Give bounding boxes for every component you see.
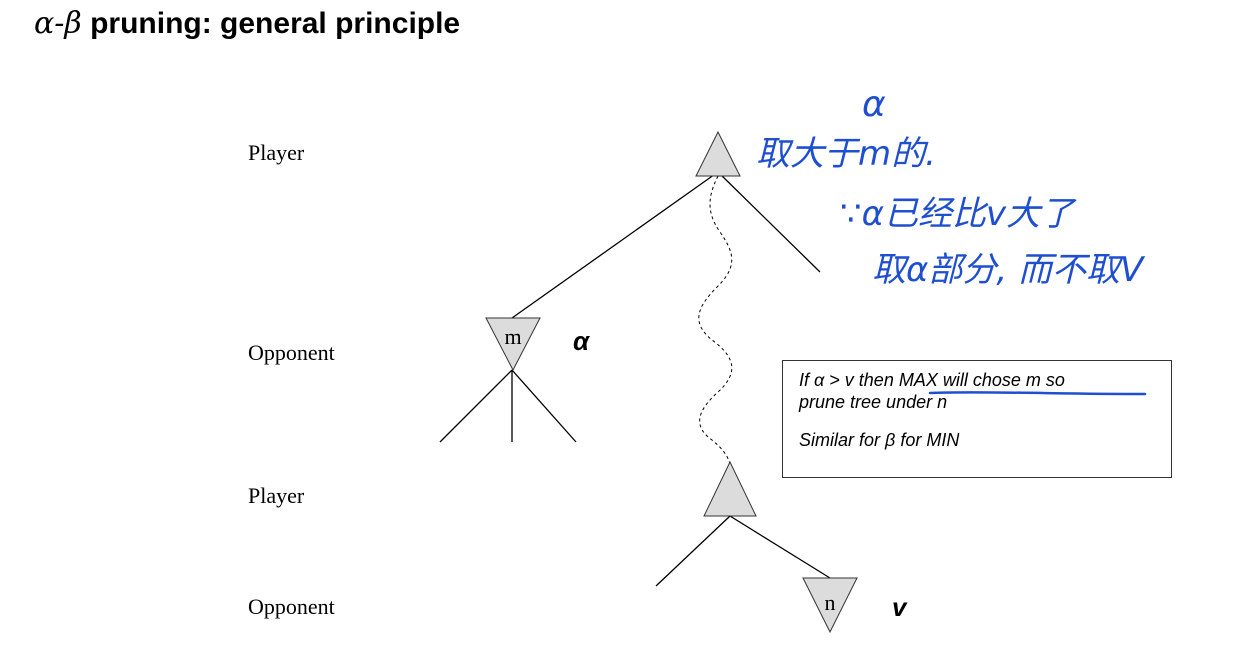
level-label-opponent-1: Opponent xyxy=(248,340,335,365)
edge-m-child-left xyxy=(439,369,513,443)
lower-max-node xyxy=(703,460,757,517)
v-label: v xyxy=(892,592,907,622)
edge-root-m xyxy=(511,171,719,319)
explanation-box: If α > v then MAX will chose m so prune … xyxy=(782,360,1172,478)
m-min-node xyxy=(485,317,541,372)
title-text: pruning: general principle xyxy=(81,7,461,40)
edge-m-child-right xyxy=(511,369,577,443)
handwritten-line-1: 取大于m的. xyxy=(756,134,936,174)
note-alpha: α xyxy=(814,370,825,390)
n-node-label: n xyxy=(825,590,836,615)
note-beta: β xyxy=(885,430,896,450)
handwritten-alpha: α xyxy=(862,84,886,125)
level-label-opponent-2: Opponent xyxy=(248,594,335,619)
handwritten-underline xyxy=(928,391,1147,396)
note-line-1: If α > v then MAX will chose m so xyxy=(799,370,1065,390)
note-line-3: Similar for β for MIN xyxy=(799,430,960,450)
handwritten-line-3: 取α部分, 而不取V xyxy=(872,250,1144,290)
note-line-2: prune tree under n xyxy=(799,392,948,412)
alpha-label: α xyxy=(573,326,590,356)
title-greek: α-β xyxy=(34,6,82,41)
edge-lower-n xyxy=(729,515,831,579)
m-node-label: m xyxy=(504,324,521,349)
handwritten-line-2: ∵α已经比v大了 xyxy=(840,194,1075,234)
level-label-player-1: Player xyxy=(248,140,305,165)
wavy-path xyxy=(698,175,733,465)
slide-title: α-β pruning: general principle xyxy=(34,6,460,41)
n-min-node xyxy=(802,577,858,634)
edge-lower-left xyxy=(655,515,731,587)
root-max-node xyxy=(695,130,741,177)
edge-root-right xyxy=(717,171,821,273)
level-label-player-2: Player xyxy=(248,483,305,508)
